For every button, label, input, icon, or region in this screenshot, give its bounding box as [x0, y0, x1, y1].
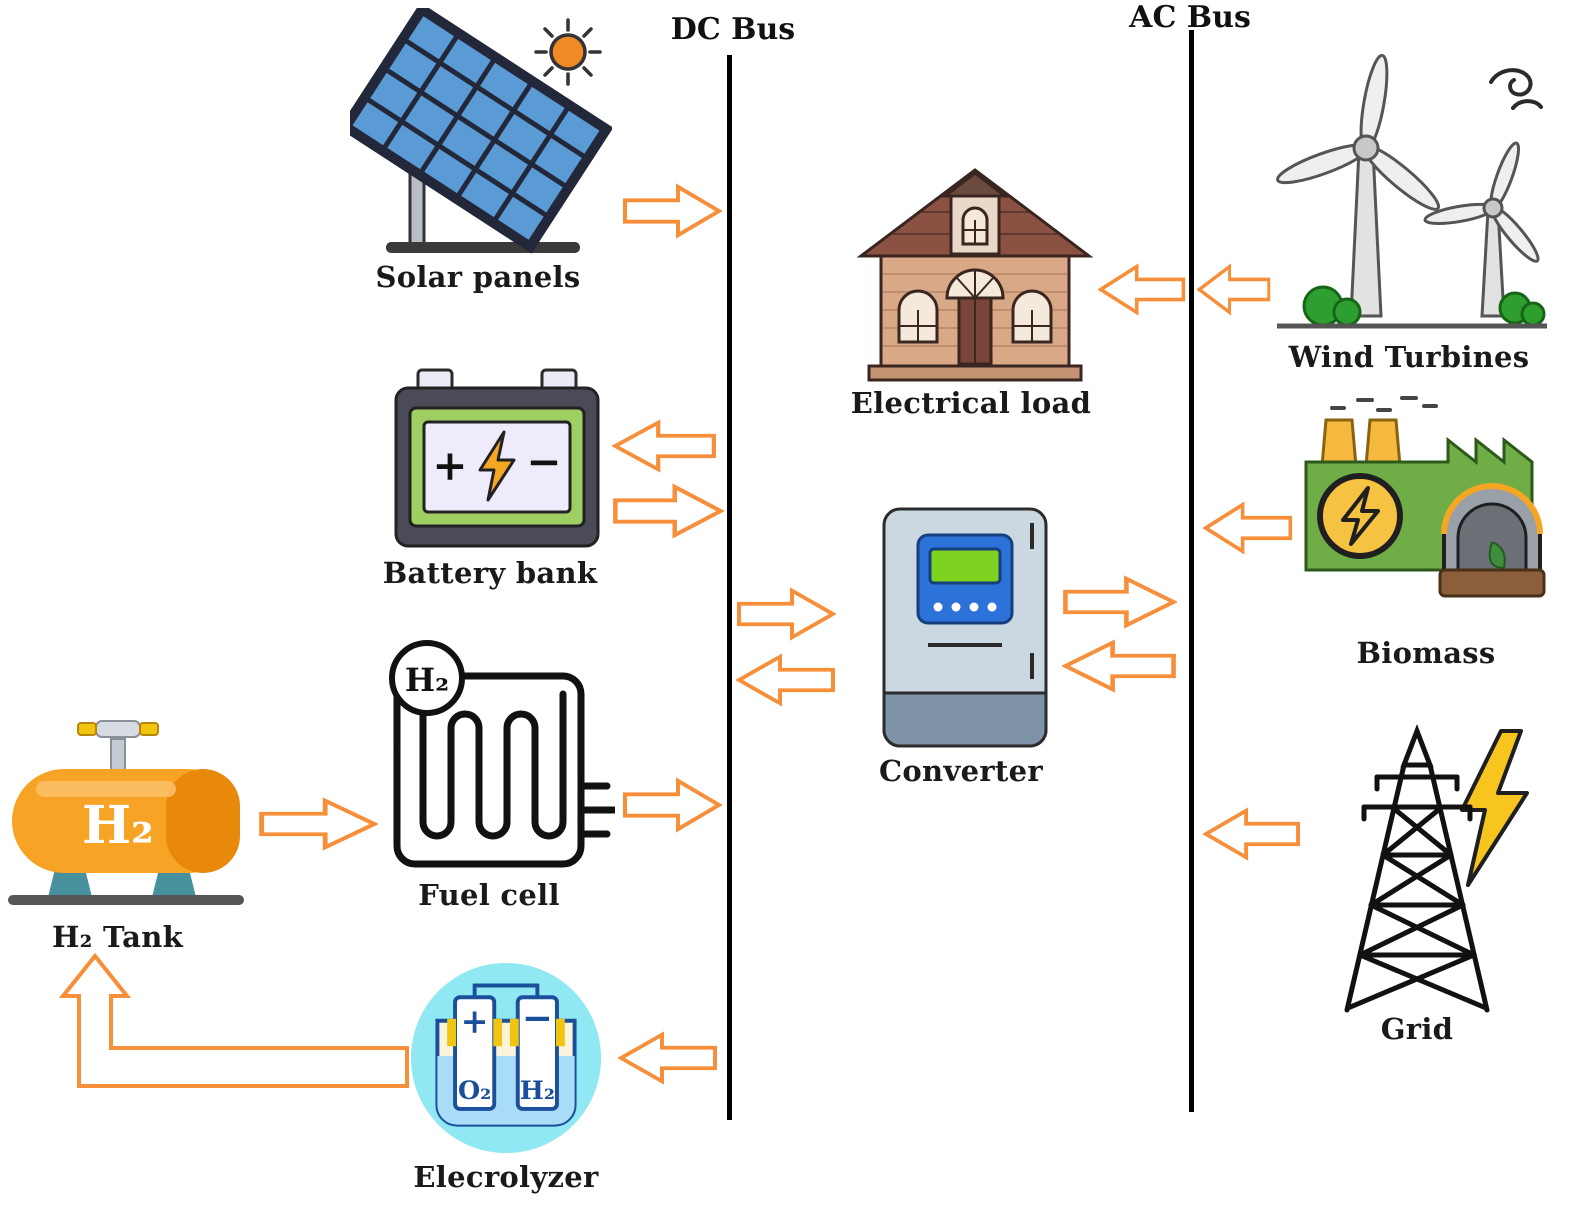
converter-screen: [928, 547, 1002, 585]
grid-bolt-icon: [1460, 729, 1529, 887]
electrolyzer-plus-sign: +: [461, 1002, 489, 1041]
arrow-fuelcell-to-dcbus: [623, 778, 721, 832]
fuel-cell-label: Fuel cell: [418, 878, 560, 912]
wind-swirl-icon: [1489, 68, 1533, 97]
wind-turbines-label: Wind Turbines: [1288, 340, 1530, 374]
fuel-cell-icon: H₂: [389, 640, 615, 868]
arrow-converter-to-dcbus: [737, 654, 835, 706]
battery-plus-sign: +: [432, 441, 467, 490]
arrow-dcbus-to-electrolyzer: [619, 1032, 717, 1084]
h2-tank-icon: H₂: [8, 720, 244, 905]
arrow-acbus-to-load: [1098, 264, 1186, 315]
electrical-load-icon: [856, 168, 1094, 382]
solar-panels-label: Solar panels: [375, 260, 581, 294]
arrow-biomass-to-acbus: [1203, 502, 1293, 554]
grid-icon: [1344, 723, 1529, 1013]
battery-bolt-icon: [478, 430, 516, 502]
biomass-label: Biomass: [1356, 636, 1496, 670]
electrolyzer-h2-label: H₂: [520, 1076, 555, 1106]
ac-bus-label: AC Bus: [1129, 0, 1251, 35]
arrow-electrolyzer-to-h2tank: [58, 952, 409, 1088]
h2-tank-label: H₂ Tank: [51, 920, 184, 954]
biomass-icon: [1304, 396, 1546, 598]
electrolyzer-o2-label: O₂: [458, 1076, 491, 1106]
electrolyzer-minus-sign: −: [522, 996, 553, 1040]
dc-bus-label: DC Bus: [670, 12, 796, 47]
arrow-acbus-to-converter: [1062, 638, 1177, 694]
electrolyzer-icon: + − O₂ H₂: [410, 962, 602, 1154]
electrical-load-label: Electrical load: [850, 386, 1092, 420]
grid-label: Grid: [1380, 1012, 1454, 1046]
arrow-solar-to-dcbus: [623, 184, 721, 238]
arrow-dcbus-to-battery: [612, 418, 717, 474]
leaf-icon: [1488, 541, 1506, 570]
electrolyzer-label: Elecrolyzer: [413, 1160, 599, 1194]
fuel-cell-h2-badge: H₂: [405, 661, 449, 699]
arrow-h2tank-to-fuelcell: [258, 796, 378, 852]
arrow-grid-to-acbus: [1203, 808, 1301, 860]
ac-bus-line: [1189, 30, 1194, 1112]
wind-turbines-icon: [1276, 53, 1547, 329]
sun-icon: [534, 18, 602, 86]
arrow-battery-to-dcbus: [612, 482, 724, 540]
solar-panels-icon: [350, 8, 612, 254]
h2-tank-text: H₂: [82, 795, 154, 856]
battery-minus-sign: −: [526, 437, 561, 486]
biomass-bolt-icon: [1341, 486, 1380, 546]
battery-bank-icon: + −: [394, 368, 600, 548]
arrow-wind-to-acbus: [1197, 264, 1271, 315]
arrow-converter-to-acbus: [1062, 574, 1177, 630]
converter-label: Converter: [879, 754, 1043, 788]
dc-bus-line: [727, 55, 732, 1120]
arrow-dcbus-to-converter: [737, 588, 835, 640]
converter-icon: [882, 507, 1048, 748]
tank-valve-icon: [95, 720, 141, 738]
battery-bank-label: Battery bank: [382, 556, 598, 590]
